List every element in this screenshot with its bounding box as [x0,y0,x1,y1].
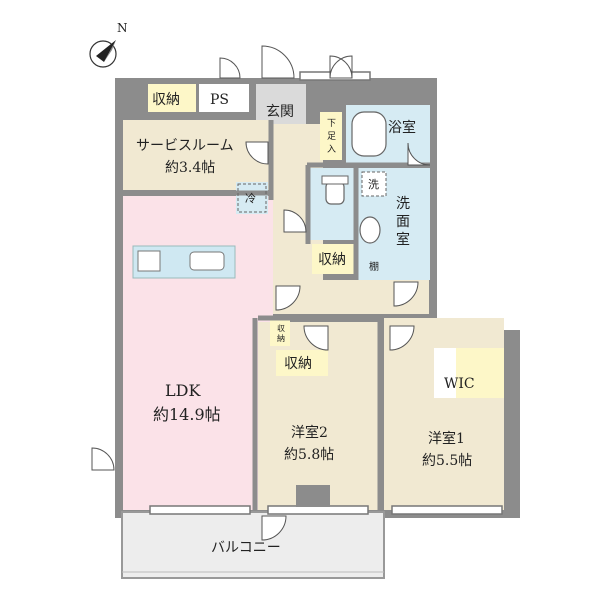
fridge-label: 冷 [245,192,256,205]
storage-hall-label: 収納 [318,252,346,268]
kitchen-sink [189,251,225,271]
room2-name: 洋室2 [291,424,328,441]
storage-top-fill [148,84,196,112]
balcony [121,511,385,579]
toilet-bowl [325,181,345,205]
compass-needle-shade [104,40,116,62]
ps-label: PS [210,92,229,108]
labels: 収納 PS 玄関 下 足 入 浴室 サービスルーム 約3.4帖 冷 洗 洗 面 … [136,92,475,556]
shoe-storage-fill [320,112,342,160]
washroom-label-1: 洗 [396,196,410,212]
entrance-fill [256,84,306,124]
service-room-name: サービスルーム [136,138,234,154]
balcony-label: バルコニー [211,540,281,556]
fixtures [137,111,387,507]
window-room1 [391,505,503,515]
window-room2 [267,505,369,515]
bathroom-label: 浴室 [388,119,416,136]
door-room1-swing [389,325,415,351]
bathtub [351,111,387,157]
wic-label: WIC [444,376,475,392]
compass-ring [89,40,117,68]
service-room-size: 約3.4帖 [165,160,215,176]
door-balcony-swing [261,515,287,541]
storage-small-label-1: 収 [277,323,285,333]
door-service-swing [245,141,269,165]
balcony-fill [121,511,385,579]
ldk-size: 約14.9帖 [153,405,221,424]
fridge-spot [237,183,267,213]
storage-hall-fill [312,244,354,274]
ps-fill [199,84,249,112]
door-ldk-swing [275,285,301,311]
room1-size: 約5.5帖 [422,453,472,469]
service-room-fill [123,120,271,190]
door-bath-swing [407,142,431,166]
door-room2-swing [303,325,329,351]
shelf-label: 棚 [369,260,379,273]
door-toilet-swing [283,209,307,233]
fridge-fill [236,182,268,214]
wic-door-gap [434,348,456,398]
ldk-name: LDK [165,381,201,400]
shoe-storage-label-3: 入 [327,144,336,155]
shoe-storage-label-1: 下 [327,119,336,129]
pillar-room2 [296,485,330,507]
room2-size: 約5.8帖 [284,447,334,463]
room1-name: 洋室1 [428,430,465,447]
storage-small-label-2: 納 [277,333,285,343]
washroom-label-3: 室 [396,231,410,248]
window-ldk [149,505,251,515]
door-wash-swing [393,281,419,307]
door-entrance-swing [261,45,295,79]
stove [137,250,161,272]
compass-needle [96,40,116,62]
washer-label: 洗 [368,178,379,191]
storage-room2-fill [276,350,328,376]
storage-top-label: 収納 [152,92,180,108]
toilet-tank [321,175,349,185]
interior-walls [123,120,430,512]
door-window-swing-2 [329,55,353,79]
washer-spot [361,171,387,197]
storage-small-fill [270,320,290,346]
compass-north-label: N [117,21,128,35]
shoe-storage-label-2: 足 [327,131,336,142]
door-swings [91,45,431,541]
entrance-label: 玄関 [266,103,294,120]
compass: N [89,21,128,68]
door-ps-swing [219,57,241,79]
washroom-label-2: 面 [396,214,410,230]
storage-room2-label: 収納 [284,356,312,372]
wash-basin [359,216,381,244]
door-ldk-balcony-swing [91,447,115,471]
